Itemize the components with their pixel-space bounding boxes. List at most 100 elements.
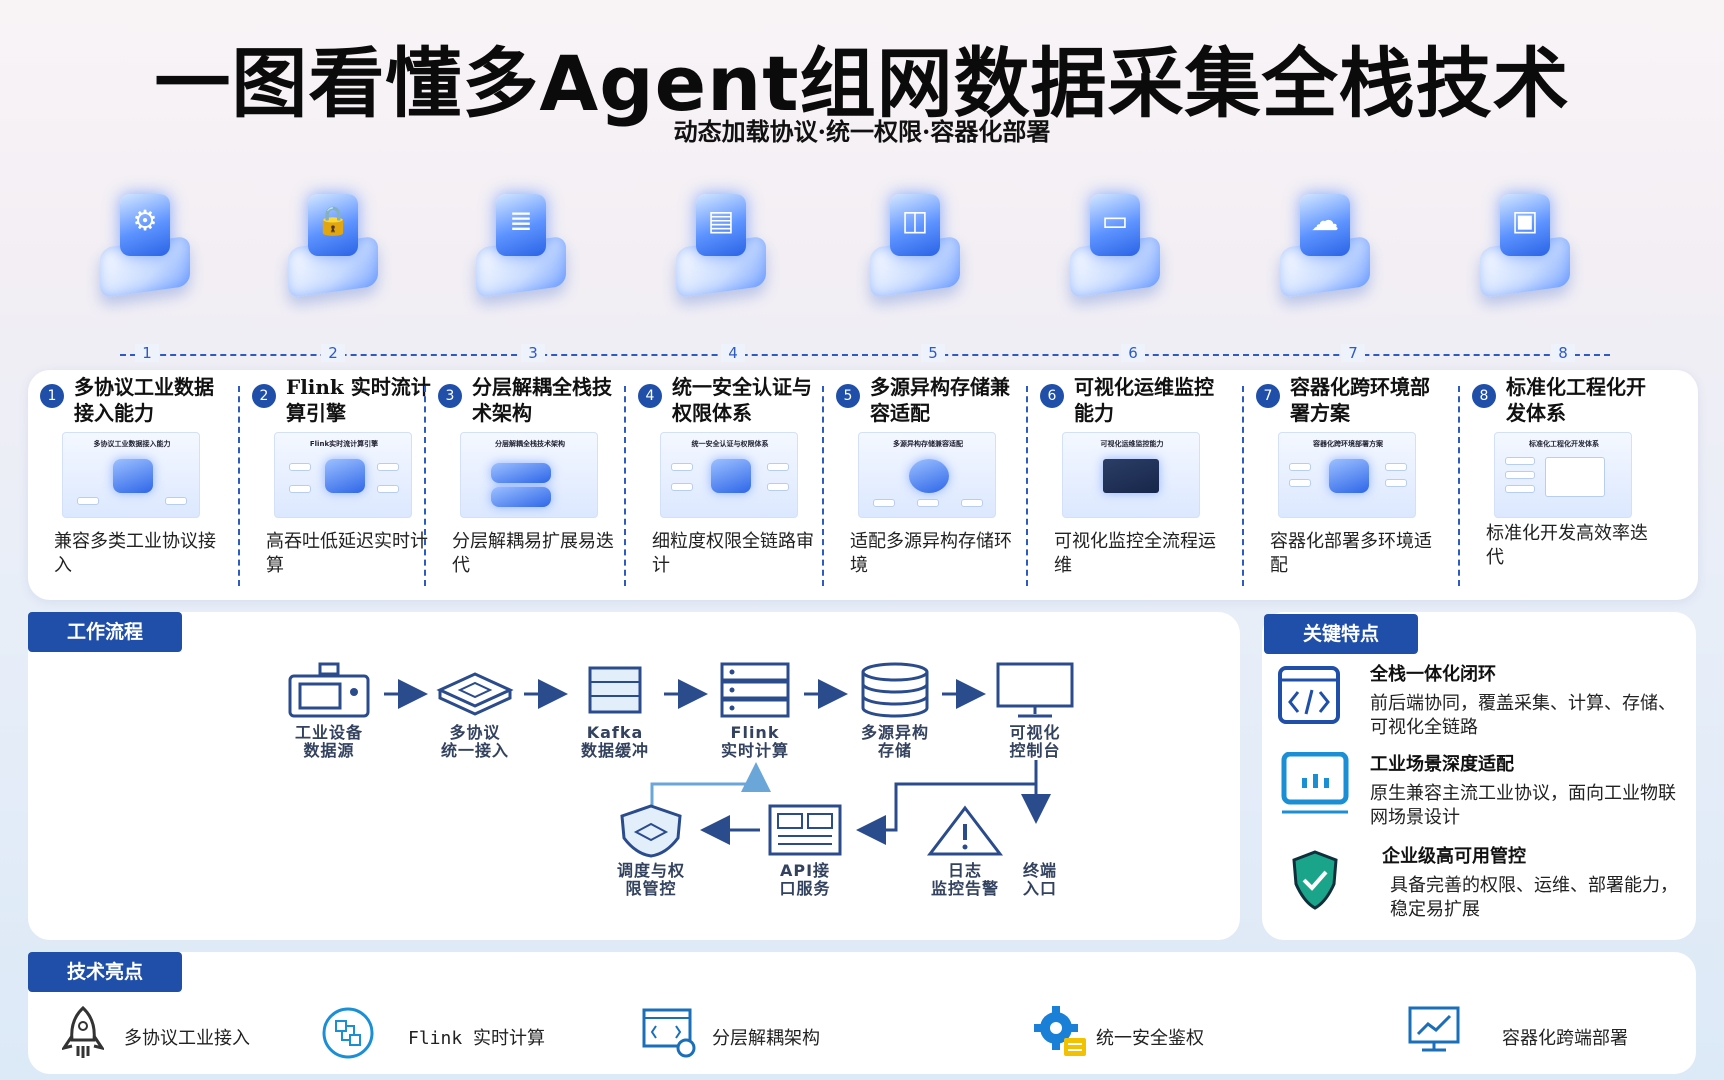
workflow-node-api: API接口服务 bbox=[750, 802, 860, 898]
dashboard-icon bbox=[1281, 752, 1349, 814]
capability-card: 4 统一安全认证与权限体系 统一安全认证与权限体系 细粒度权限全链路审计 bbox=[626, 370, 824, 600]
capability-badge: 2 bbox=[252, 384, 276, 408]
timeline-num: 1 bbox=[135, 344, 159, 362]
highlights-panel bbox=[28, 952, 1696, 1074]
flink-compute-icon bbox=[322, 1007, 374, 1059]
timeline-num: 5 bbox=[921, 344, 945, 362]
capability-card: 5 多源异构存储兼容适配 多源异构存储兼容适配 适配多源异构存储环境 bbox=[824, 370, 1028, 600]
capability-desc: 容器化部署多环境适配 bbox=[1270, 531, 1432, 576]
gear-lock-icon bbox=[1034, 1006, 1086, 1056]
database-icon bbox=[861, 662, 929, 718]
workflow-node-scheduler: 调度与权限管控 bbox=[596, 802, 706, 898]
capability-badge: 3 bbox=[438, 384, 462, 408]
capability-badge: 6 bbox=[1040, 384, 1064, 408]
monitor-hero-icon: ▭ bbox=[1060, 180, 1170, 310]
rocket-icon bbox=[62, 1006, 104, 1058]
server-icon bbox=[720, 662, 790, 718]
highlights-tag: 技术亮点 bbox=[28, 952, 182, 992]
warning-icon bbox=[926, 805, 1004, 856]
capability-title: Flink 实时流计算引擎 bbox=[286, 375, 431, 425]
capability-badge: 8 bbox=[1472, 384, 1496, 408]
capability-badge: 5 bbox=[836, 384, 860, 408]
cloud-hero-icon: ☁ bbox=[1270, 180, 1380, 310]
capability-panel: 1 多协议工业数据接入能力 多协议工业数据接入能力 兼容多类工业协议接入 2 F… bbox=[28, 370, 1698, 600]
timeline-num: 8 bbox=[1551, 344, 1575, 362]
check-shield-icon bbox=[1292, 850, 1338, 910]
cube-hero-icon: ▣ bbox=[1470, 180, 1580, 310]
feature-desc: 具备完善的权限、运维、部署能力，稳定易扩展 bbox=[1390, 875, 1678, 920]
page-subtitle: 动态加载协议·统一权限·容器化部署 bbox=[673, 117, 1051, 146]
kafka-icon bbox=[588, 666, 642, 714]
highlight-label: 容器化跨端部署 bbox=[1502, 1028, 1628, 1049]
feature-item: 工业场景深度适配 原生兼容主流工业协议，面向工业物联网场景设计 bbox=[1370, 750, 1680, 830]
hero-icon-row: ⚙ 🔒 ≣ ▤ ◫ ▭ ☁ ▣ bbox=[90, 180, 1650, 320]
feature-desc: 原生兼容主流工业协议，面向工业物联网场景设计 bbox=[1370, 783, 1676, 828]
workflow-node-terminal: 终端入口 bbox=[1022, 861, 1057, 898]
capability-thumbnail: Flink实时流计算引擎 bbox=[274, 432, 412, 518]
capability-desc: 高吞吐低延迟实时计算 bbox=[266, 531, 428, 576]
capability-card: 3 分层解耦全栈技术架构 分层解耦全栈技术架构 分层解耦易扩展易迭代 bbox=[426, 370, 626, 600]
workflow-node-console: 可视化控制台 bbox=[980, 660, 1090, 760]
workflow-node-protocol: 多协议统一接入 bbox=[420, 660, 530, 760]
device-icon bbox=[288, 662, 370, 718]
capability-title: 可视化运维监控能力 bbox=[1074, 375, 1214, 425]
timeline-num: 4 bbox=[721, 344, 745, 362]
capability-title: 分层解耦全栈技术架构 bbox=[472, 375, 612, 425]
highlight-label: 分层解耦架构 bbox=[712, 1028, 820, 1049]
layers-hero-icon: ≣ bbox=[466, 180, 576, 310]
feature-title: 企业级高可用管控 bbox=[1382, 846, 1526, 867]
capability-desc: 适配多源异构存储环境 bbox=[850, 531, 1012, 576]
protocol-hero-icon: ⚙ bbox=[90, 180, 200, 310]
page-title: 一图看懂多Agent组网数据采集全栈技术 bbox=[154, 39, 1570, 128]
code-window-icon bbox=[642, 1008, 696, 1058]
workflow-node-device: 工业设备数据源 bbox=[274, 660, 384, 760]
feature-item: 全栈一体化闭环 前后端协同，覆盖采集、计算、存储、可视化全链路 bbox=[1370, 660, 1680, 740]
capability-thumbnail: 多源异构存储兼容适配 bbox=[858, 432, 996, 518]
timeline-num: 6 bbox=[1121, 344, 1145, 362]
capability-badge: 7 bbox=[1256, 384, 1280, 408]
capability-thumbnail: 标准化工程化开发体系 bbox=[1494, 432, 1632, 518]
api-panel-icon bbox=[768, 804, 842, 856]
chart-monitor-icon bbox=[1408, 1006, 1460, 1052]
capability-card: 7 容器化跨环境部署方案 容器化跨环境部署方案 容器化部署多环境适配 bbox=[1244, 370, 1460, 600]
capability-badge: 1 bbox=[40, 384, 64, 408]
capability-card: 6 可视化运维监控能力 可视化运维监控能力 可视化监控全流程运维 bbox=[1028, 370, 1244, 600]
feature-desc: 前后端协同，覆盖采集、计算、存储、可视化全链路 bbox=[1370, 693, 1676, 738]
timeline-num: 3 bbox=[521, 344, 545, 362]
storage-hero-icon: ◫ bbox=[860, 180, 970, 310]
code-icon bbox=[1278, 666, 1340, 724]
feature-title: 全栈一体化闭环 bbox=[1370, 664, 1496, 685]
monitor-icon bbox=[996, 662, 1074, 718]
timeline-num: 2 bbox=[321, 344, 345, 362]
capability-card: 8 标准化工程化开发体系 标准化工程化开发体系 标准化开发高效率迭代 bbox=[1460, 370, 1698, 600]
capability-desc: 标准化开发高效率迭代 bbox=[1486, 523, 1648, 568]
workflow-node-log: 日志监控告警 bbox=[910, 802, 1020, 898]
timeline: 1 2 3 4 5 6 7 8 bbox=[120, 344, 1610, 366]
capability-desc: 细粒度权限全链路审计 bbox=[652, 531, 814, 576]
capability-badge: 4 bbox=[638, 384, 662, 408]
capability-thumbnail: 容器化跨环境部署方案 bbox=[1278, 432, 1416, 518]
highlight-label: Flink 实时计算 bbox=[408, 1028, 546, 1049]
features-tag: 关键特点 bbox=[1264, 614, 1418, 654]
highlight-label: 多协议工业接入 bbox=[124, 1028, 250, 1049]
feature-title: 工业场景深度适配 bbox=[1370, 754, 1514, 775]
capability-title: 多协议工业数据接入能力 bbox=[74, 375, 214, 425]
workflow-node-storage: 多源异构存储 bbox=[840, 660, 950, 760]
capability-thumbnail: 可视化运维监控能力 bbox=[1062, 432, 1200, 518]
shield-icon bbox=[620, 804, 682, 858]
feature-item: 企业级高可用管控 具备完善的权限、运维、部署能力，稳定易扩展 bbox=[1382, 842, 1682, 922]
capability-title: 多源异构存储兼容适配 bbox=[870, 375, 1010, 425]
capability-title: 统一安全认证与权限体系 bbox=[672, 375, 812, 425]
capability-title: 容器化跨环境部署方案 bbox=[1290, 375, 1430, 425]
timeline-num: 7 bbox=[1341, 344, 1365, 362]
protocol-icon bbox=[436, 672, 514, 716]
server-hero-icon: ▤ bbox=[666, 180, 776, 310]
capability-thumbnail: 统一安全认证与权限体系 bbox=[660, 432, 798, 518]
capability-desc: 可视化监控全流程运维 bbox=[1054, 531, 1216, 576]
capability-desc: 分层解耦易扩展易迭代 bbox=[452, 531, 614, 576]
capability-desc: 兼容多类工业协议接入 bbox=[54, 531, 216, 576]
highlight-label: 统一安全鉴权 bbox=[1096, 1028, 1204, 1049]
